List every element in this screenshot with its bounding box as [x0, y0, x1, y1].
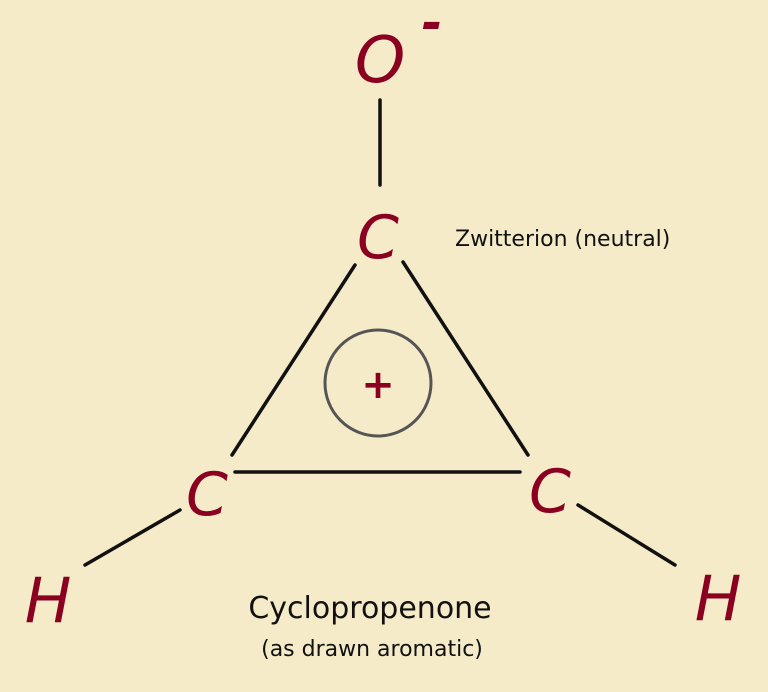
diagram-title: Cyclopropenone: [248, 591, 491, 626]
bond-ctop-cright: [401, 260, 530, 457]
oxygen-atom: O: [355, 24, 405, 98]
carbon-right: C: [529, 457, 571, 527]
bond-cright-h: [576, 503, 677, 567]
oxygen-charge: -: [422, 0, 443, 52]
hydrogen-right: H: [695, 562, 742, 635]
bond-ctop-cleft: [230, 263, 357, 457]
aromatic-ring-circle: [323, 328, 433, 438]
diagram-subtitle: (as drawn aromatic): [261, 637, 483, 662]
zwitterion-label: Zwitterion (neutral): [455, 227, 670, 252]
carbon-top: C: [357, 203, 399, 273]
bond-cleft-h: [83, 508, 182, 567]
hydrogen-left: H: [25, 564, 72, 637]
carbon-left: C: [186, 460, 228, 530]
ring-positive-charge: +: [361, 362, 395, 408]
